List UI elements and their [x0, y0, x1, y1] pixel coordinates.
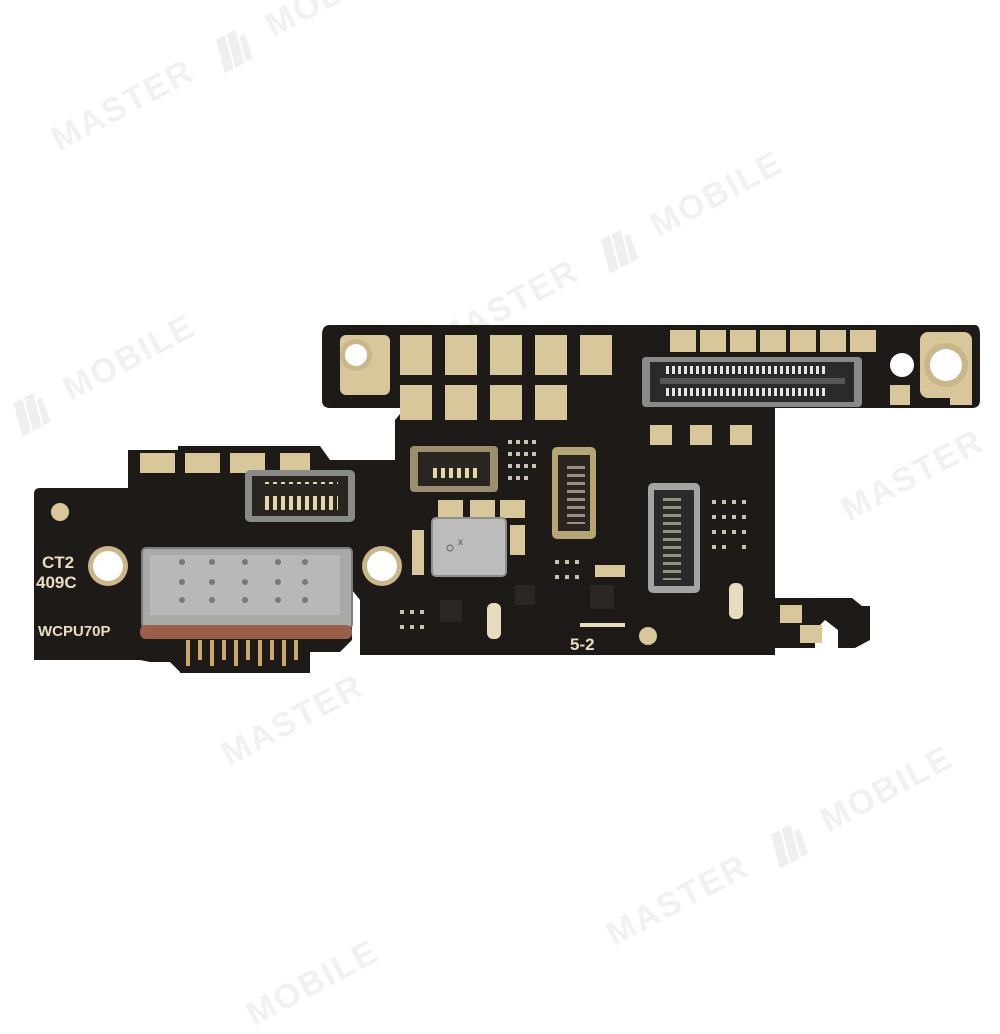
- silkscreen-label: WCPU70P: [38, 623, 111, 640]
- smd-components: [400, 440, 746, 629]
- watermark: MASTER MOBILE: [430, 143, 791, 361]
- battery-connector: [245, 470, 355, 522]
- watermark: MASTER MOBILE: [600, 738, 961, 956]
- watermark-logo-icon: [601, 229, 639, 274]
- pcb-board: x CT2 409C WCPU70P 5-2: [34, 325, 980, 673]
- small-components: [440, 583, 743, 639]
- watermark: MOBILE: [0, 307, 203, 446]
- microphone: x: [431, 517, 507, 577]
- watermark-logo-icon: [216, 29, 254, 74]
- svg-text:x: x: [458, 537, 463, 548]
- silkscreen-label: CT2: [42, 553, 74, 572]
- silkscreen-label: 409C: [36, 573, 77, 592]
- mounting-holes: [51, 339, 968, 645]
- fpc-connector-large: [648, 483, 700, 593]
- usb-c-port: [140, 547, 353, 673]
- watermark-logo-icon: [13, 392, 51, 437]
- watermark: MASTER MOBILE: [45, 0, 406, 161]
- board-to-board-connector-small: [410, 446, 498, 492]
- silkscreen-label: 5-2: [570, 635, 595, 654]
- fpc-connector-vertical: [552, 447, 596, 539]
- watermark-logo-icon: [771, 824, 809, 869]
- board-to-board-connector-main: [642, 357, 862, 407]
